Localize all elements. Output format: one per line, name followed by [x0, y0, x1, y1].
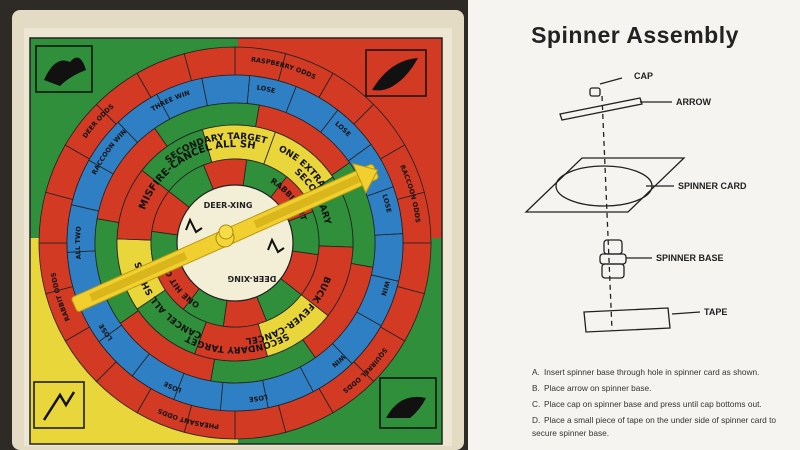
label-arrow: ARROW: [676, 97, 711, 107]
assembly-diagram: [524, 77, 701, 333]
spinner-cap[interactable]: [218, 224, 234, 240]
step-b: B.Place arrow on spinner base.: [532, 383, 652, 393]
label-tape: TAPE: [704, 307, 727, 317]
label-spinner-card: SPINNER CARD: [678, 181, 747, 191]
label-spinner-base: SPINNER BASE: [656, 253, 724, 263]
step-d: D.Place a small piece of tape on the und…: [532, 415, 776, 438]
instruction-panel: Spinner Assembly: [470, 0, 800, 450]
blue-ring-segment: [201, 74, 251, 107]
instructions-title: Spinner Assembly: [531, 22, 739, 48]
label-cap: CAP: [634, 71, 653, 81]
step-c: C.Place cap on spinner base and press un…: [532, 399, 762, 409]
center-label-bottom: DEER-XING: [228, 274, 277, 283]
ring-label: ALL TWO: [74, 226, 83, 260]
step-a: A.Insert spinner base through hole in sp…: [532, 367, 760, 377]
center-label-top: DEER-XING: [204, 201, 253, 210]
instruction-sheet: [468, 0, 800, 450]
ring-label: LOSE: [249, 393, 269, 404]
corner-emblems: [33, 45, 437, 429]
instruction-steps: A.Insert spinner base through hole in sp…: [532, 366, 794, 443]
blue-ring-segment: [370, 233, 404, 282]
blue-ring-segment: [66, 204, 100, 253]
